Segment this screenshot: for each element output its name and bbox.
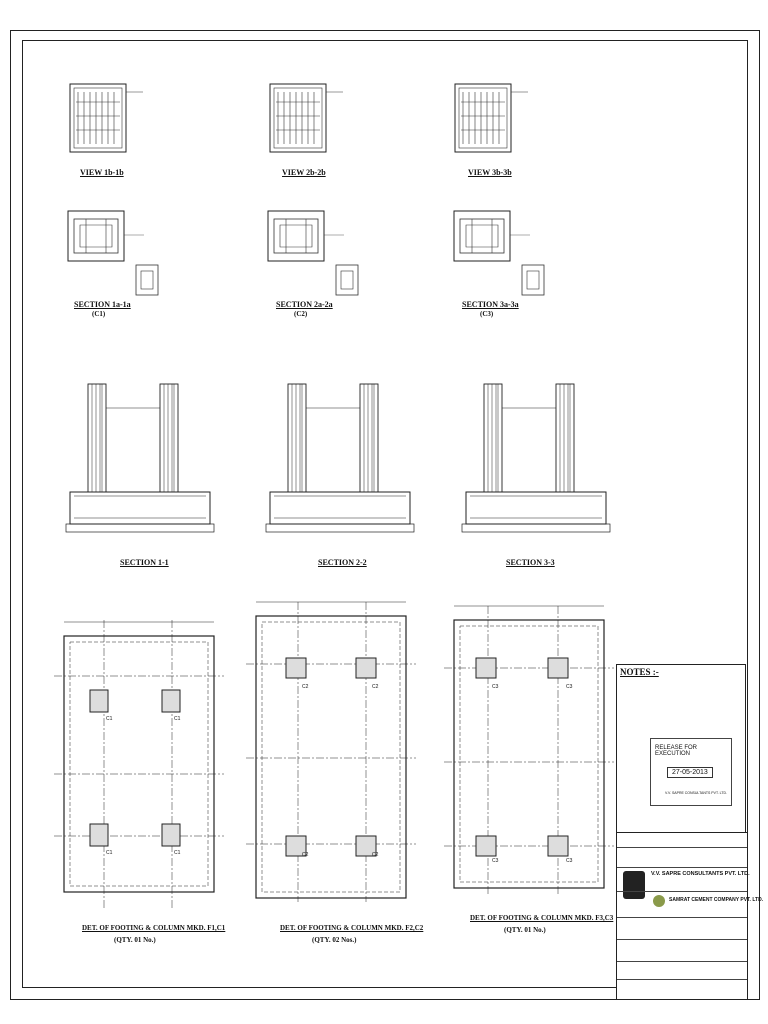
drawing-sheet-border bbox=[10, 30, 760, 1000]
release-label: RELEASE FOR EXECUTION bbox=[655, 745, 698, 757]
client-name: SAMRAT CEMENT COMPANY PVT. LTD. bbox=[669, 897, 764, 903]
title-block-row bbox=[617, 867, 747, 868]
footing-f3-title: DET. OF FOOTING & COLUMN MKD. F3,C3 bbox=[470, 914, 614, 922]
title-block-row bbox=[617, 917, 747, 918]
section-2a-drawing bbox=[267, 210, 359, 296]
col-mark-c3b: C3 bbox=[566, 684, 573, 690]
footing-f1-title: DET. OF FOOTING & COLUMN MKD. F1,C1 bbox=[82, 924, 226, 932]
col-mark-c1a: C1 bbox=[106, 716, 113, 722]
view-3-drawing bbox=[454, 83, 528, 153]
col-mark-c2d: C2 bbox=[372, 852, 379, 858]
release-firm: V.V. SAPRE CONSULTANTS PVT. LTD. bbox=[665, 791, 727, 795]
view-2-label: VIEW 2b-2b bbox=[282, 168, 326, 177]
col-mark-c3a: C3 bbox=[492, 684, 499, 690]
section-1-drawing bbox=[65, 383, 215, 533]
col-mark-c1d: C1 bbox=[174, 850, 181, 856]
view-1-label: VIEW 1b-1b bbox=[80, 168, 124, 177]
footing-f3-qty: (QTY. 01 No.) bbox=[504, 926, 546, 934]
release-stamp: RELEASE FOR EXECUTION 27-05-2013 V.V. SA… bbox=[650, 738, 732, 806]
col-mark-c3d: C3 bbox=[566, 858, 573, 864]
title-block-row bbox=[617, 847, 747, 848]
footing-f1-qty: (QTY. 01 No.) bbox=[114, 936, 156, 944]
section-1-label: SECTION 1-1 bbox=[120, 558, 169, 567]
section-1a-column: (C1) bbox=[92, 310, 106, 318]
col-mark-c2b: C2 bbox=[372, 684, 379, 690]
title-block-row bbox=[617, 961, 747, 962]
col-mark-c1c: C1 bbox=[106, 850, 113, 856]
drawing-frame bbox=[22, 40, 748, 988]
col-mark-c2c: C2 bbox=[302, 852, 309, 858]
section-3a-drawing bbox=[453, 210, 545, 296]
section-1a-drawing bbox=[67, 210, 159, 296]
release-date: 27-05-2013 bbox=[667, 767, 713, 778]
section-2a-label: SECTION 2a-2a bbox=[276, 300, 333, 309]
col-mark-c2a: C2 bbox=[302, 684, 309, 690]
footing-f2-title: DET. OF FOOTING & COLUMN MKD. F2,C2 bbox=[280, 924, 424, 932]
section-3a-label: SECTION 3a-3a bbox=[462, 300, 519, 309]
notes-heading: NOTES :- bbox=[620, 667, 659, 677]
client-logo bbox=[653, 895, 665, 907]
section-3a-column: (C3) bbox=[480, 310, 494, 318]
section-3-drawing bbox=[461, 383, 611, 533]
view-1-drawing bbox=[69, 83, 143, 153]
title-block: V.V. SAPRE CONSULTANTS PVT. LTD. SAMRAT … bbox=[616, 832, 763, 1000]
title-block-row bbox=[617, 979, 747, 980]
col-mark-c3c: C3 bbox=[492, 858, 499, 864]
vvs-logo bbox=[623, 871, 645, 899]
consultant-name: V.V. SAPRE CONSULTANTS PVT. LTD. bbox=[651, 871, 750, 877]
section-2a-column: (C2) bbox=[294, 310, 308, 318]
view-2-drawing bbox=[269, 83, 343, 153]
title-block-row bbox=[617, 891, 747, 892]
section-2-label: SECTION 2-2 bbox=[318, 558, 367, 567]
section-3-label: SECTION 3-3 bbox=[506, 558, 555, 567]
footing-f3-plan bbox=[444, 605, 614, 896]
footing-f2-qty: (QTY. 02 Nos.) bbox=[312, 936, 357, 944]
footing-f2-plan bbox=[246, 601, 416, 902]
col-mark-c1b: C1 bbox=[174, 716, 181, 722]
title-block-row bbox=[617, 939, 747, 940]
section-1a-label: SECTION 1a-1a bbox=[74, 300, 131, 309]
view-3-label: VIEW 3b-3b bbox=[468, 168, 512, 177]
footing-f1-plan bbox=[54, 620, 224, 910]
section-2-drawing bbox=[265, 383, 415, 533]
